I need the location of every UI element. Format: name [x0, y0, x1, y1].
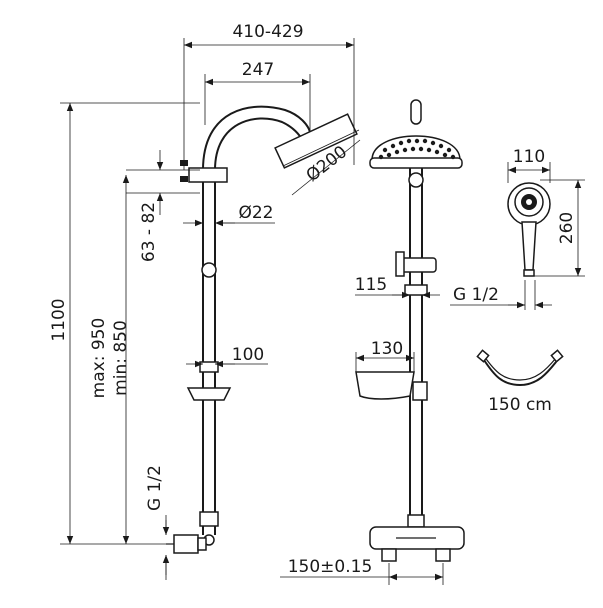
dim-arm-height: 63 - 82: [139, 202, 159, 262]
dim-hose-length: 150 cm: [488, 395, 552, 415]
dim-bar-offset: 100: [232, 345, 264, 365]
thermostatic-mixer: [369, 514, 465, 562]
dim-arm-length: 247: [242, 60, 274, 80]
dim-inlet-spacing: 150±0.15: [288, 557, 373, 577]
side-dimension-lines: [60, 38, 361, 580]
dim-max-height: max: 950: [89, 318, 109, 399]
dim-hand-height: 260: [557, 212, 577, 244]
dim-hose-thread: G 1/2: [453, 285, 499, 305]
dim-width-range: 410-429: [232, 22, 303, 42]
shower-head-front: [369, 135, 463, 169]
dim-hand-width: 110: [513, 147, 545, 167]
dim-pipe-diameter: Ø22: [238, 203, 273, 223]
front-view: [355, 99, 465, 562]
dim-total-height: 1100: [49, 298, 69, 341]
side-view: [166, 105, 360, 554]
hand-shower: [507, 182, 551, 277]
hand-dimension-lines: [450, 162, 585, 310]
valve-side: [166, 511, 219, 554]
shower-head-side: [274, 113, 360, 169]
front-dimension-lines: [280, 291, 444, 585]
hose: [476, 349, 564, 387]
dim-inlet-thread-left: G 1/2: [145, 465, 165, 511]
dim-shelf-width: 130: [371, 339, 403, 359]
dim-holder-offset: 115: [355, 275, 387, 295]
dim-min-height: min: 850: [111, 320, 131, 396]
